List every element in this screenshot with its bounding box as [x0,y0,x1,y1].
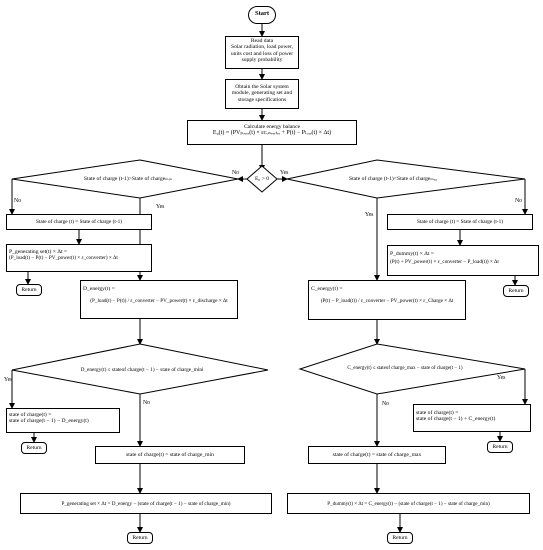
return-label-1: Return [21,287,37,293]
label-no-e0: No [232,170,240,176]
return-label-2: Return [508,288,524,294]
decision-soc-max-diamond [286,159,526,199]
soc-unchanged-left-box: State of charge (t) = State of charge (t… [6,214,152,230]
start-terminal: Start [248,6,276,24]
read-data-line-4: supply probability [241,57,283,64]
dummy-final-box: P_dummy(t) × Δt = C_energy(t) − (state o… [287,493,530,514]
soc-charge-line-1: state of charge(t) = [416,410,459,416]
return-terminal-5: Return [127,532,153,544]
soc-charge-line-2: state of charge(t − 1) + C_energy(t) [416,416,496,423]
label-yes-d: Yes [4,377,13,383]
soc-min-text: state of charge(t) = state of charge_min [126,452,214,458]
soc-discharge-line-2: state of charge(t − 1) − D_energy(t) [9,418,89,425]
start-label: Start [254,10,270,17]
c-energy-box: C_energy(t) = (P(t) − P_load(t)) / ε_con… [308,280,466,320]
specs-line-1: Obtain the Solar system [235,84,289,90]
soc-min-box: state of charge(t) = state of charge_min [95,446,245,464]
d-energy-line-1: D_energy(t) = [83,286,115,292]
generating-set-power-line-2: (P_load(t) − P(t) − PV_power(t) × ε_conv… [9,255,118,262]
specs-line-2: module, generating set and [231,90,293,97]
decision-soc-min-text: State of charge (t-1)>State of chargeₘᵢₙ [83,175,173,182]
decision-c-energy-diamond [298,343,526,395]
label-yes-e0: Yes [280,170,289,176]
decision-soc-min-diamond [11,159,239,199]
dummy-final-text: P_dummy(t) × Δt = C_energy(t) − (state o… [327,501,490,507]
generating-set-power-box: P_generating set(t) × Δt = (P_load(t) − … [6,244,152,272]
generating-set-power-line-1: P_generating set(t) × Δt = [9,249,68,255]
energy-balance-box: Calculate energy balance E₀(t) = (PVₚₒᵥₑ… [187,120,357,145]
label-yes-right: Yes [365,212,374,218]
d-energy-box: D_energy(t) = (P_load(t) − P(t)) / ε_con… [80,280,238,319]
soc-discharge-box: state of charge(t) = state of charge(t −… [6,408,120,433]
soc-unchanged-right-box: State of charge (t) = State of charge (t… [387,214,533,230]
decision-d-energy-text: D_energy(t) ≤ stateof charge(t − 1) − st… [80,366,204,373]
generating-set-final-box: P_generating set × Δt = D_energy − (stat… [20,493,272,514]
soc-discharge-line-1: state of charge(t) = [9,412,52,418]
c-energy-line-1: C_energy(t) = [311,286,343,292]
d-energy-line-2: (P_load(t) − P(t)) / ε_converter − PV_po… [90,298,228,305]
label-no-c: No [382,401,390,407]
decision-e0-diamond [246,165,278,193]
label-no-right: No [515,198,523,204]
return-label-6: Return [392,535,408,541]
read-data-box: Read data Solar radiation, load power, u… [225,36,299,69]
return-label-4: Return [492,444,508,450]
return-terminal-1: Return [16,284,42,296]
soc-max-box: state of charge(t) = state of charge_max [308,446,446,464]
specs-box: Obtain the Solar system module, generati… [225,79,299,109]
decision-e0-text: E₀ > 0 [254,175,270,182]
read-data-line-3: units cost and loss of power [230,50,294,57]
soc-charge-box: state of charge(t) = state of charge(t −… [413,404,531,432]
label-no-left: No [14,198,22,204]
soc-unchanged-left-text: State of charge (t) = State of charge (t… [35,219,123,225]
return-terminal-2: Return [503,285,529,297]
dummy-power-box: P_dummy(t) × Δt = (P(t) + PV_power(t) × … [387,245,539,276]
label-yes-c: Yes [497,375,506,381]
decision-d-energy-diamond [11,343,269,395]
decision-soc-max-text: State of charge (t-1)<State of chargeₘₐₓ [349,175,437,182]
label-no-d: No [143,400,151,406]
label-yes-left: Yes [156,204,165,210]
return-terminal-6: Return [387,532,413,544]
energy-balance-title: Calculate energy balance [243,124,301,130]
soc-unchanged-right-text: State of charge (t) = State of charge (t… [416,219,504,225]
generating-set-final-text: P_generating set × Δt = D_energy − (stat… [61,501,231,507]
dummy-power-line-2: (P(t) + PV_power(t) × ε_converter − P_lo… [390,259,499,266]
soc-max-text: state of charge(t) = state of charge_max [332,452,422,458]
decision-c-energy-text: C_energy(t) ≤ stateof charge_max − state… [347,365,463,371]
energy-balance-equation: E₀(t) = (PVₚₒᵥₑᵣ(t) × εᴄₒₙᵥₑᵣₜₑᵣ + P(t) … [212,130,332,137]
return-terminal-3: Return [21,442,47,454]
return-terminal-4: Return [487,441,513,453]
dummy-power-line-1: P_dummy(t) × Δt = [390,251,434,257]
return-label-3: Return [26,445,42,451]
c-energy-line-2: (P(t) − P_load(t)) / ε_converter − PV_po… [320,298,454,305]
specs-line-3: storage specifications [237,96,287,103]
return-label-5: Return [132,535,148,541]
read-data-line-1: Read data [250,38,274,44]
read-data-line-2: Solar radiation, load power, [230,44,294,51]
